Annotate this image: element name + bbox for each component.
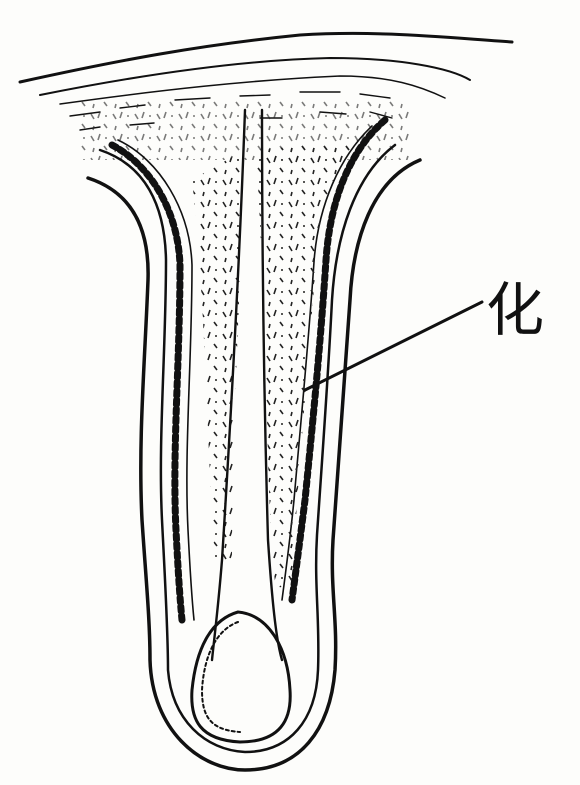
follicle-outer-sheath <box>88 145 420 770</box>
skin-surface <box>20 33 512 160</box>
cell-layer-left <box>112 140 194 620</box>
label-text: 化 <box>486 276 544 344</box>
